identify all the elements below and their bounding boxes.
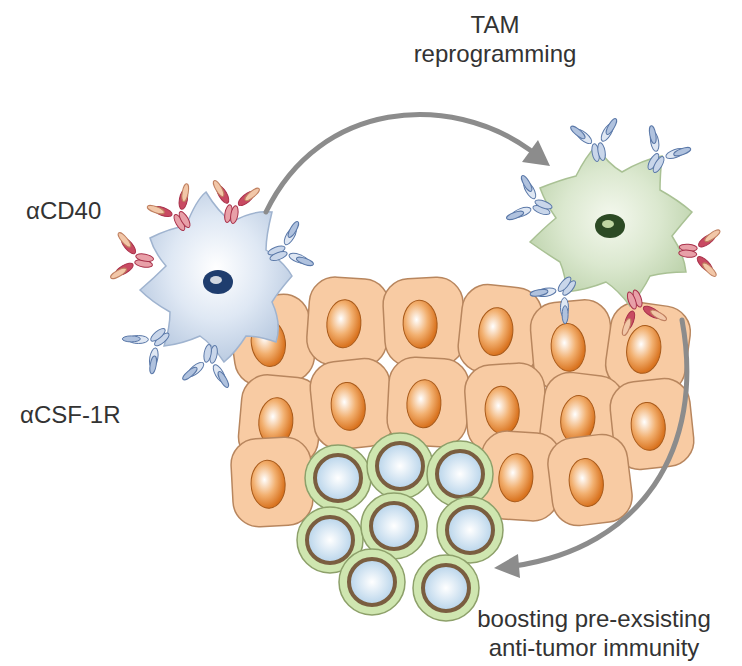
t-cells bbox=[297, 433, 503, 621]
tumor-cells bbox=[226, 275, 696, 528]
antibody-label: αCSF-1R bbox=[20, 400, 121, 429]
outcome-label: boosting pre-exsisting anti-tumor immuni… bbox=[456, 604, 732, 662]
macrophage bbox=[108, 178, 316, 389]
antibody-label: αCD40 bbox=[26, 196, 101, 225]
reprogrammed-macrophage bbox=[504, 116, 722, 338]
process-label: TAM reprogramming bbox=[410, 10, 580, 68]
process-arrows bbox=[266, 115, 687, 578]
